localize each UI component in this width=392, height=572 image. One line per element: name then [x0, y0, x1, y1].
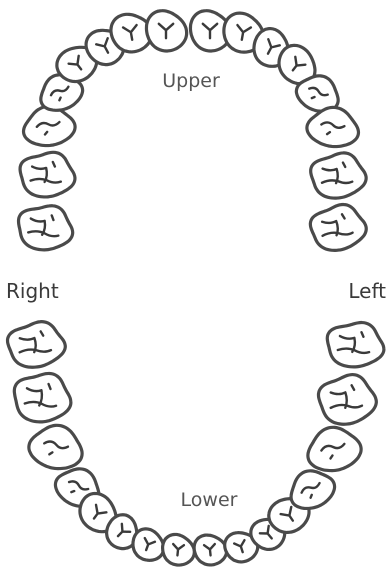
tooth-fissure — [291, 55, 307, 72]
lower-left-second-premolar-tooth[interactable] — [283, 463, 340, 515]
upper-left-first-molar-tooth[interactable] — [305, 104, 362, 150]
tooth-outline — [305, 105, 361, 149]
tooth-outline — [289, 469, 337, 511]
lower-left-third-molar-tooth[interactable] — [325, 320, 386, 369]
tooth-fissure — [116, 522, 132, 538]
teeth-layer — [5, 9, 386, 567]
tooth-fissure — [202, 542, 217, 557]
upper-left-first-premolar-tooth[interactable] — [271, 39, 324, 91]
tooth-fissure — [92, 503, 108, 520]
upper-right-first-molar-tooth[interactable] — [20, 103, 77, 149]
upper-left-central-incisor-tooth[interactable] — [188, 9, 233, 53]
tooth-outline — [27, 423, 84, 471]
tooth-fissure — [27, 214, 60, 238]
tooth-fissure — [266, 38, 281, 55]
tooth-fissure — [320, 121, 346, 136]
tooth-fissure — [336, 331, 371, 355]
lower-right-second-molar-tooth[interactable] — [12, 371, 73, 424]
lower-right-lateral-incisor-tooth[interactable] — [128, 525, 169, 564]
tooth-fissure — [18, 330, 53, 354]
tooth-fissure — [329, 384, 364, 410]
tooth-fissure — [320, 213, 354, 238]
tooth-fissure — [95, 37, 110, 54]
upper-left-third-molar-tooth[interactable] — [308, 202, 369, 252]
lower-right-canine-tooth[interactable] — [100, 509, 146, 555]
tooth-fissure — [67, 54, 83, 71]
tooth-fissure — [279, 505, 295, 522]
tooth-fissure — [258, 524, 273, 540]
upper-right-second-molar-tooth[interactable] — [18, 150, 77, 199]
tooth-fissure — [49, 85, 70, 102]
tooth-fissure — [121, 23, 138, 41]
tooth-fissure — [308, 86, 329, 100]
lower-left-first-molar-tooth[interactable] — [303, 422, 365, 475]
tooth-fissure — [300, 481, 321, 499]
lower-left-central-incisor-tooth[interactable] — [192, 533, 229, 567]
tooth-fissure — [35, 120, 61, 136]
upper-right-third-molar-tooth[interactable] — [16, 202, 76, 252]
tooth-fissure — [232, 538, 246, 554]
lower-right-third-molar-tooth[interactable] — [5, 320, 67, 369]
right-side-label: Right — [6, 279, 59, 303]
tooth-fissure — [201, 22, 219, 40]
tooth-fissure — [236, 23, 253, 41]
lower-right-central-incisor-tooth[interactable] — [160, 532, 196, 567]
upper-right-central-incisor-tooth[interactable] — [144, 9, 189, 53]
tooth-fissure — [67, 480, 90, 494]
tooth-fissure — [320, 442, 346, 460]
tooth-fissure — [171, 542, 186, 557]
tooth-fissure — [29, 160, 63, 184]
left-side-label: Left — [348, 279, 386, 303]
lower-arch-label: Lower — [181, 489, 238, 511]
tooth-fissure — [143, 536, 157, 552]
lower-right-first-premolar-tooth[interactable] — [72, 488, 125, 539]
upper-arch-label: Upper — [162, 70, 220, 92]
tooth-fissure — [320, 161, 354, 185]
tooth-fissure — [23, 382, 58, 408]
tooth-outline — [306, 425, 363, 473]
upper-right-lateral-incisor-tooth[interactable] — [108, 10, 154, 55]
lower-left-second-molar-tooth[interactable] — [316, 372, 378, 426]
lower-right-first-molar-tooth[interactable] — [25, 420, 87, 473]
tooth-fissure — [157, 22, 175, 40]
upper-left-second-molar-tooth[interactable] — [309, 151, 368, 200]
upper-right-first-premolar-tooth[interactable] — [51, 38, 104, 90]
lower-left-lateral-incisor-tooth[interactable] — [221, 527, 261, 566]
tooth-fissure — [43, 440, 70, 456]
